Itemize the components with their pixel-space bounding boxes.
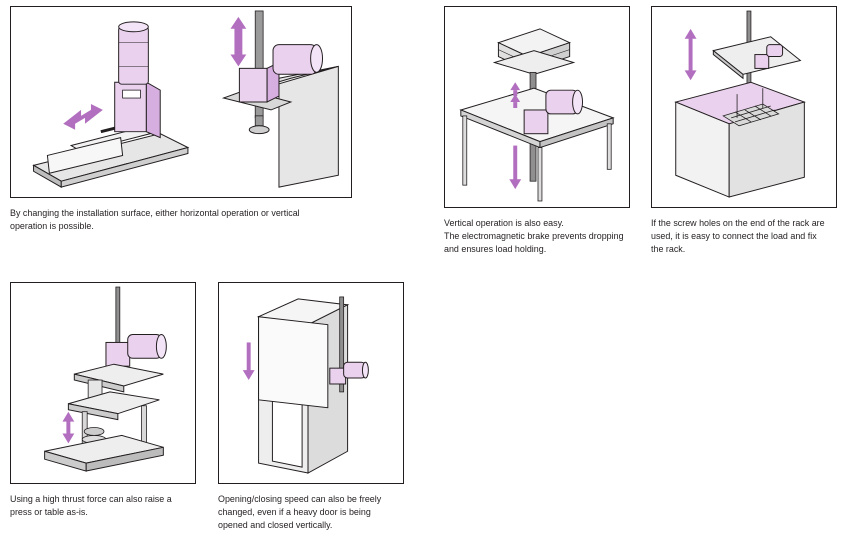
illustration-install-surface [10, 6, 352, 198]
caption-press-table: Using a high thrust force can also raise… [10, 493, 172, 519]
illustration-vertical-brake [444, 6, 630, 208]
caption-line: used, it is easy to connect the load and… [651, 231, 817, 242]
caption-line: Vertical operation is also easy. [444, 218, 564, 229]
caption-vertical-brake: Vertical operation is also easy. The ele… [444, 217, 624, 256]
caption-rack-screw-holes: If the screw holes on the end of the rac… [651, 217, 825, 256]
caption-line: By changing the installation surface, ei… [10, 208, 300, 219]
illustration-door [218, 282, 404, 484]
caption-door: Opening/closing speed can also be freely… [218, 493, 381, 532]
caption-install-surface: By changing the installation surface, ei… [10, 207, 300, 233]
caption-line: opened and closed vertically. [218, 520, 333, 531]
caption-line: and ensures load holding. [444, 244, 547, 255]
caption-line: the rack. [651, 244, 686, 255]
caption-line: If the screw holes on the end of the rac… [651, 218, 825, 229]
caption-line: press or table as-is. [10, 507, 88, 518]
caption-line: changed, even if a heavy door is being [218, 507, 371, 518]
illustration-press-table [10, 282, 196, 484]
caption-line: Using a high thrust force can also raise… [10, 494, 172, 505]
caption-line: Opening/closing speed can also be freely [218, 494, 382, 505]
caption-line: operation is possible. [10, 221, 94, 232]
illustration-rack-screw-holes [651, 6, 837, 208]
caption-line: The electromagnetic brake prevents dropp… [444, 231, 624, 242]
